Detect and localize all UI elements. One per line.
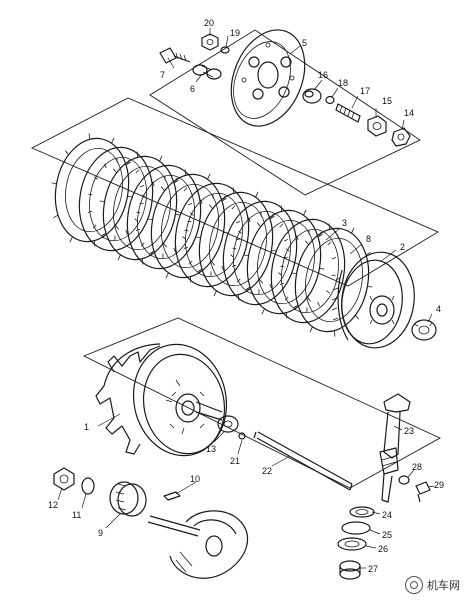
callout-26: 26 <box>378 544 388 554</box>
primary-drive-gear <box>109 481 147 517</box>
clutch-plate-stack <box>51 133 373 337</box>
callout-22: 22 <box>262 466 272 476</box>
washer-28 <box>398 475 410 485</box>
callout-24: 24 <box>382 510 392 520</box>
clutch-plate <box>174 182 250 288</box>
callout-25: 25 <box>382 530 392 540</box>
lock-washer-4 <box>411 319 437 341</box>
top-parts-frame <box>149 29 421 196</box>
callout-7: 7 <box>160 70 165 80</box>
callout-23: 23 <box>404 426 414 436</box>
callout-27: 27 <box>368 564 378 574</box>
callout-21: 21 <box>230 456 240 466</box>
adjuster-screw <box>335 103 361 123</box>
lock-washer-11 <box>81 477 95 495</box>
thrust-washer-13 <box>217 415 239 433</box>
callout-15: 15 <box>382 96 392 106</box>
callout-labels: 1 2 3 4 5 6 7 8 9 10 11 12 13 14 15 16 1… <box>48 18 444 574</box>
callout-2: 2 <box>400 242 405 252</box>
washer-26 <box>337 537 367 551</box>
lock-washer-14 <box>391 127 411 147</box>
callout-3: 3 <box>342 218 347 228</box>
lower-assembly-frame <box>82 317 441 489</box>
spring-bolt <box>159 47 191 64</box>
callout-10: 10 <box>190 474 200 484</box>
oil-seal-24 <box>349 506 375 518</box>
friction-plate <box>291 223 373 337</box>
callout-29: 29 <box>434 480 444 490</box>
callout-17: 17 <box>360 86 370 96</box>
watermark: 机车网 <box>405 576 460 594</box>
push-lever-shaft <box>379 393 411 503</box>
push-rod-22 <box>253 431 353 491</box>
callout-1: 1 <box>84 422 89 432</box>
friction-plate <box>51 133 133 247</box>
callout-11: 11 <box>72 510 81 520</box>
washer-19 <box>220 46 230 54</box>
callout-19: 19 <box>230 28 240 38</box>
callout-12: 12 <box>48 500 58 510</box>
ball-21 <box>238 432 246 440</box>
callout-14: 14 <box>404 108 414 118</box>
clutch-housing <box>95 343 228 457</box>
leader-lines <box>57 28 435 569</box>
circlip-25 <box>341 521 371 535</box>
nut-20 <box>201 33 219 51</box>
friction-plate <box>147 169 229 283</box>
callout-8: 8 <box>366 234 371 244</box>
callout-5: 5 <box>302 38 307 48</box>
wechat-logo-icon <box>405 576 423 594</box>
clutch-plate <box>126 164 202 270</box>
clutch-plate <box>270 218 346 324</box>
friction-plate <box>195 187 277 301</box>
clutch-spring <box>192 64 222 80</box>
callout-13: 13 <box>206 444 216 454</box>
key-10 <box>163 491 181 501</box>
watermark-text: 机车网 <box>427 580 460 592</box>
pressure-plate <box>230 29 306 127</box>
crankshaft <box>147 510 249 579</box>
clutch-plate <box>222 200 298 306</box>
callout-20: 20 <box>204 18 214 28</box>
clutch-plate <box>78 146 154 252</box>
callout-18: 18 <box>338 78 348 88</box>
lock-nut-15 <box>367 115 387 137</box>
callout-28: 28 <box>412 462 422 472</box>
friction-plate <box>99 151 181 265</box>
o-ring-18 <box>325 95 335 105</box>
bearing-27 <box>339 560 361 580</box>
callout-9: 9 <box>98 528 103 538</box>
upper-assembly-frame <box>30 97 439 287</box>
nut-12 <box>53 467 75 491</box>
callout-6: 6 <box>190 84 195 94</box>
callout-4: 4 <box>436 304 441 314</box>
friction-plate <box>243 205 325 319</box>
push-rod-bearing <box>302 88 322 104</box>
screw-29 <box>415 481 431 503</box>
clutch-boss <box>331 251 415 349</box>
callout-16: 16 <box>318 70 328 80</box>
